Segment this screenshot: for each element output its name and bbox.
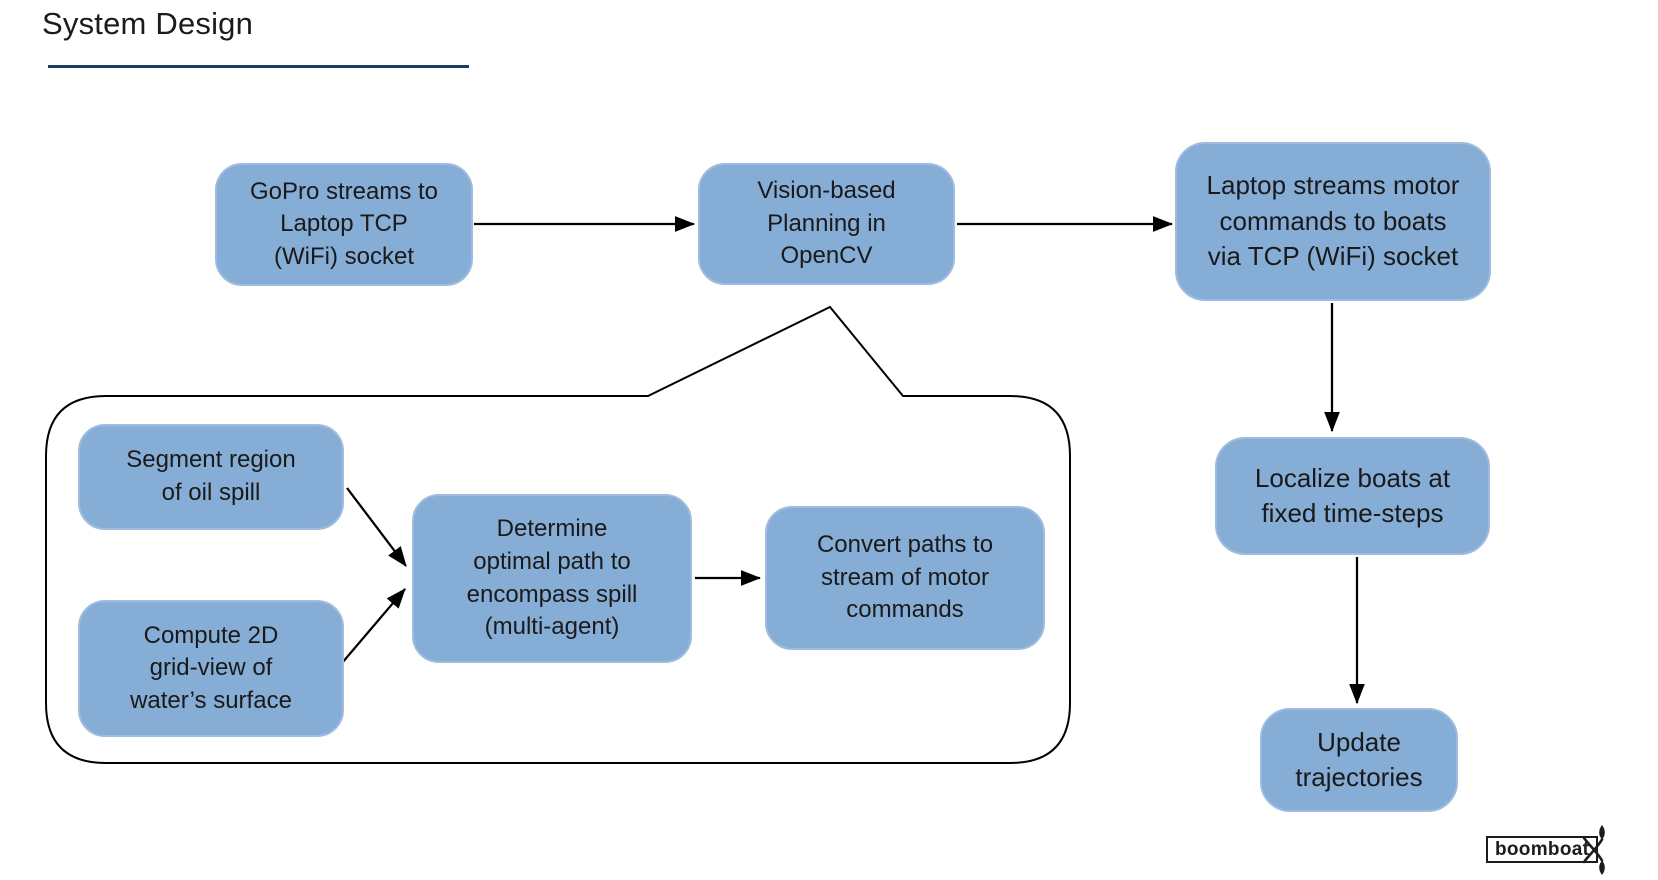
node-determine-path: Determine optimal path to encompass spil…	[412, 494, 692, 663]
node-compute-gridview-label: Compute 2D grid-view of water’s surface	[130, 621, 292, 714]
node-localize-boats: Localize boats at fixed time-steps	[1215, 437, 1490, 555]
node-compute-gridview: Compute 2D grid-view of water’s surface	[78, 600, 344, 737]
node-segment-region: Segment region of oil spill	[78, 424, 344, 530]
process-detail-callout-outline	[45, 305, 1071, 764]
node-localize-boats-label: Localize boats at fixed time-steps	[1254, 462, 1451, 528]
node-gopro-stream-label: GoPro streams to Laptop TCP (WiFi) socke…	[249, 177, 439, 270]
node-vision-planning-label: Vision-based Planning in OpenCV	[757, 177, 896, 270]
node-determine-path-label: Determine optimal path to encompass spil…	[466, 515, 638, 641]
node-convert-paths: Convert paths to stream of motor command…	[765, 506, 1045, 650]
edge-compute-determine	[341, 588, 406, 664]
node-laptop-stream-label: Laptop streams motor commands to boats v…	[1206, 170, 1460, 272]
node-convert-paths-label: Convert paths to stream of motor command…	[816, 531, 994, 624]
edge-segment-determine	[346, 487, 407, 567]
slide-title: System Design	[42, 6, 254, 41]
node-update-trajectories: Update trajectories	[1260, 708, 1458, 812]
boomboat-wordmark: boomboat	[1495, 838, 1590, 860]
node-laptop-stream: Laptop streams motor commands to boats v…	[1175, 142, 1491, 301]
node-vision-planning: Vision-based Planning in OpenCV	[698, 163, 955, 285]
node-gopro-stream: GoPro streams to Laptop TCP (WiFi) socke…	[215, 163, 473, 286]
boomboat-paddles-icon	[1582, 825, 1605, 875]
title-underline	[48, 65, 469, 68]
boomboat-logo: boomboat	[1486, 836, 1599, 863]
node-segment-region-label: Segment region of oil spill	[126, 446, 296, 506]
node-update-trajectories-label: Update trajectories	[1295, 726, 1423, 792]
